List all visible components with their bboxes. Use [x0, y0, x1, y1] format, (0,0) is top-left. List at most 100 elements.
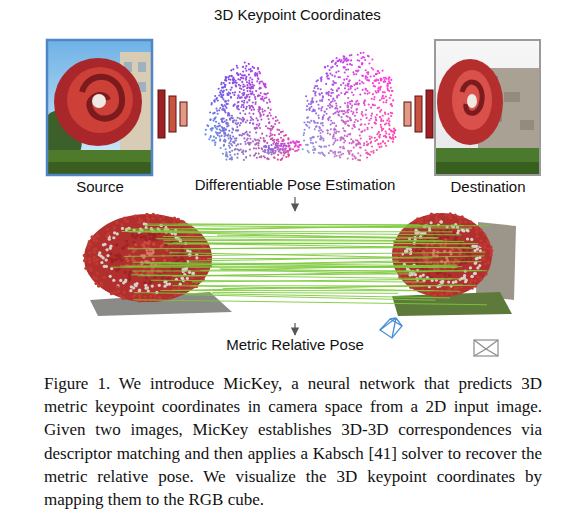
keypoint-dot — [275, 144, 277, 146]
keypoint-dot — [347, 59, 349, 61]
keypoint-dot — [221, 135, 223, 137]
keypoint-dot — [350, 110, 352, 112]
scene-point — [123, 217, 126, 220]
keypoint-dot — [227, 134, 229, 136]
keypoint-dot — [320, 88, 322, 90]
scene-point — [452, 231, 455, 234]
keypoint-dot — [351, 91, 353, 93]
keypoint-dot — [236, 72, 238, 74]
keypoint-dot — [368, 63, 370, 65]
keypoint-dot — [338, 110, 340, 112]
scene-point — [138, 294, 141, 297]
keypoint-dot — [294, 150, 296, 152]
keypoint-dot — [359, 135, 361, 137]
keypoint-dot — [214, 125, 216, 127]
keypoint-dot — [344, 130, 346, 132]
keypoint-dot — [266, 158, 268, 160]
scene-point — [456, 231, 459, 234]
keypoint-dot — [357, 59, 359, 61]
keypoint-dot — [348, 88, 350, 90]
keypoint-dot — [256, 127, 258, 129]
keypoint-dot — [363, 101, 365, 103]
keypoint-dot — [355, 119, 357, 121]
keypoint-dot — [225, 139, 227, 141]
scene-point — [425, 221, 428, 224]
keypoint-dot — [333, 122, 335, 124]
keypoint-dot — [250, 93, 252, 95]
keypoint-dot — [375, 92, 377, 94]
keypoint-dot — [215, 121, 217, 123]
keypoint-dot — [362, 115, 364, 117]
keypoint-dot — [366, 93, 368, 95]
keypoint-dot — [237, 117, 239, 119]
keypoint-dot — [246, 87, 248, 89]
keypoint-dot — [366, 79, 368, 81]
keypoint-dot — [240, 88, 242, 90]
keypoint-dot — [377, 143, 379, 145]
keypoint-dot — [342, 137, 344, 139]
keypoint-dot — [361, 63, 363, 65]
keypoint-dot — [385, 130, 387, 132]
keypoint-dot — [345, 111, 347, 113]
scene-point — [117, 267, 120, 270]
scene-point — [117, 253, 120, 256]
keypoint-dot — [380, 78, 382, 80]
scene-point — [142, 235, 145, 238]
keypoint-dot — [363, 142, 365, 144]
scene-point — [144, 287, 147, 290]
keypoint-dot — [249, 87, 251, 89]
keypoint-dot — [316, 101, 318, 103]
keypoint-dot — [374, 80, 376, 82]
keypoint-dot — [385, 136, 387, 138]
keypoint-dot — [310, 139, 312, 141]
keypoint-dot — [249, 107, 251, 109]
scene-point — [173, 293, 176, 296]
scene-point — [177, 259, 180, 262]
keypoint-dot — [246, 84, 248, 86]
keypoint-dot — [314, 94, 316, 96]
keypoint-dot — [272, 143, 274, 145]
keypoint-dot — [338, 87, 340, 89]
keypoint-dot — [320, 138, 322, 140]
keypoint-dot — [259, 113, 261, 115]
keypoint-dot — [313, 136, 315, 138]
keypoint-dot — [225, 151, 227, 153]
scene-point — [109, 245, 112, 248]
keypoint-dot — [390, 103, 392, 105]
keypoint-dot — [227, 76, 229, 78]
keypoint-dot — [253, 94, 255, 96]
scene-point — [97, 284, 100, 287]
keypoint-dot — [248, 99, 250, 101]
scene-point — [113, 291, 116, 294]
scene-point — [476, 230, 479, 233]
keypoint-dot — [246, 101, 248, 103]
keypoint-dot — [312, 142, 314, 144]
scene-point — [134, 236, 137, 239]
keypoint-dot — [354, 115, 356, 117]
keypoint-dot — [243, 89, 245, 91]
keypoint-dot — [244, 113, 246, 115]
keypoint-dot — [259, 87, 261, 89]
keypoint-dot — [209, 111, 211, 113]
keypoint-dot — [224, 84, 226, 86]
keypoint-dot — [270, 144, 272, 146]
scene-point — [117, 290, 120, 293]
scene-point — [177, 287, 180, 290]
keypoint-dot — [385, 96, 387, 98]
keypoint-dot — [288, 145, 290, 147]
keypoint-dot — [346, 78, 348, 80]
keypoint-dot — [369, 135, 371, 137]
keypoint-dot — [263, 137, 265, 139]
keypoint-dot — [287, 142, 289, 144]
keypoint-dot — [358, 66, 360, 68]
keypoint-dot — [388, 90, 390, 92]
keypoint-dot — [260, 119, 262, 121]
keypoint-dot — [314, 110, 316, 112]
keypoint-dot — [318, 126, 320, 128]
keypoint-dot — [339, 139, 341, 141]
keypoint-dot — [340, 116, 342, 118]
keypoint-dot — [261, 108, 263, 110]
keypoint-dot — [236, 105, 238, 107]
keypoint-dot — [219, 107, 221, 109]
keypoint-dot — [385, 145, 387, 147]
